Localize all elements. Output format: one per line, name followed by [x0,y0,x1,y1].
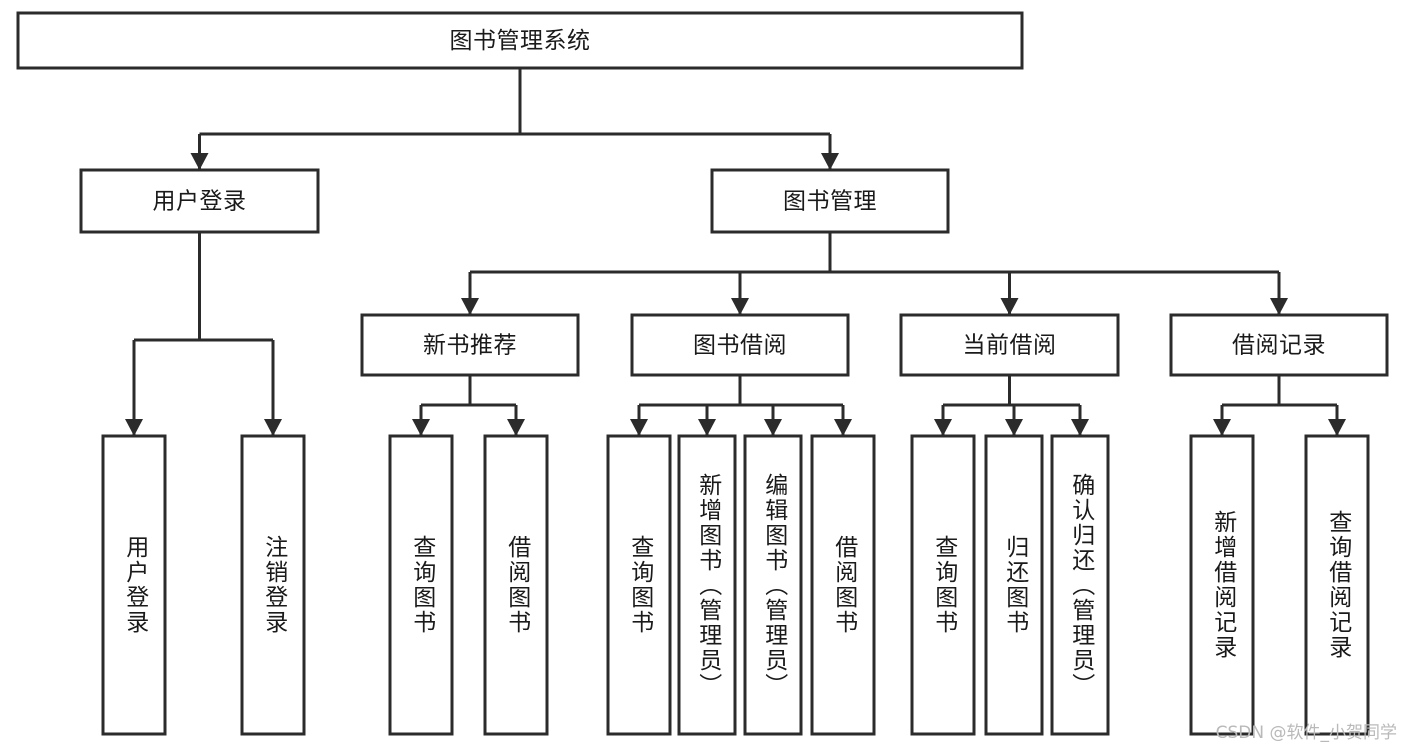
node-box-book-manage[interactable] [710,168,950,234]
node-box-current-borrow[interactable] [899,313,1120,377]
node-box-leaf-borrow-add-book[interactable] [677,434,737,736]
node-box-book-borrow[interactable] [630,313,850,377]
node-label-borrow-record: 借阅记录 [1232,333,1326,359]
node-label-book-borrow: 图书借阅 [693,333,787,359]
node-box-leaf-user-login[interactable] [101,434,167,736]
node-box-leaf-borrow-query-book[interactable] [606,434,672,736]
arrow-head-icon [125,419,143,436]
arrow-head-icon [264,419,282,436]
node-box-leaf-rec-query-record[interactable] [1304,434,1370,736]
arrow-head-icon [821,153,839,170]
arrow-head-icon [190,153,209,170]
arrow-head-icon [1213,419,1231,436]
arrow-head-icon [698,419,716,436]
node-box-root[interactable] [16,11,1024,70]
node-box-leaf-rec-add-record[interactable] [1189,434,1255,736]
node-box-leaf-borrow-borrow-book[interactable] [810,434,876,736]
node-label-user-login: 用户登录 [153,189,247,215]
csdn-watermark: CSDN @软件_小贺同学 [1215,723,1397,743]
node-box-leaf-rec-borrow-book[interactable] [483,434,549,736]
node-label-current-borrow: 当前借阅 [963,333,1057,359]
node-box-leaf-borrow-edit-book[interactable] [743,434,803,736]
arrow-head-icon [834,419,852,436]
node-box-leaf-cur-confirm-return[interactable] [1050,434,1110,736]
node-box-leaf-rec-query-book[interactable] [388,434,454,736]
arrow-head-icon [1328,419,1346,436]
arrow-head-icon [1071,419,1089,436]
node-box-leaf-cur-return-book[interactable] [984,434,1044,736]
node-box-user-login[interactable] [79,168,320,234]
arrow-head-icon [507,419,525,436]
node-label-book-manage: 图书管理 [783,189,877,215]
arrow-head-icon [1270,298,1288,315]
node-label-new-book-recommend: 新书推荐 [423,333,517,359]
node-box-borrow-record[interactable] [1169,313,1389,377]
nodes-layer [16,11,1389,736]
connectors-layer [125,68,1346,436]
arrow-head-icon [731,298,749,315]
node-label-root: 图书管理系统 [450,28,591,54]
arrow-head-icon [1005,419,1023,436]
node-box-leaf-user-logout[interactable] [240,434,306,736]
arrow-head-icon [630,419,648,436]
arrow-head-icon [1000,298,1019,315]
arrow-head-icon [461,298,479,315]
node-box-leaf-cur-query-book[interactable] [910,434,976,736]
arrow-head-icon [412,419,430,436]
arrow-head-icon [934,419,952,436]
node-box-new-book-recommend[interactable] [360,313,580,377]
arrow-head-icon [764,419,782,436]
